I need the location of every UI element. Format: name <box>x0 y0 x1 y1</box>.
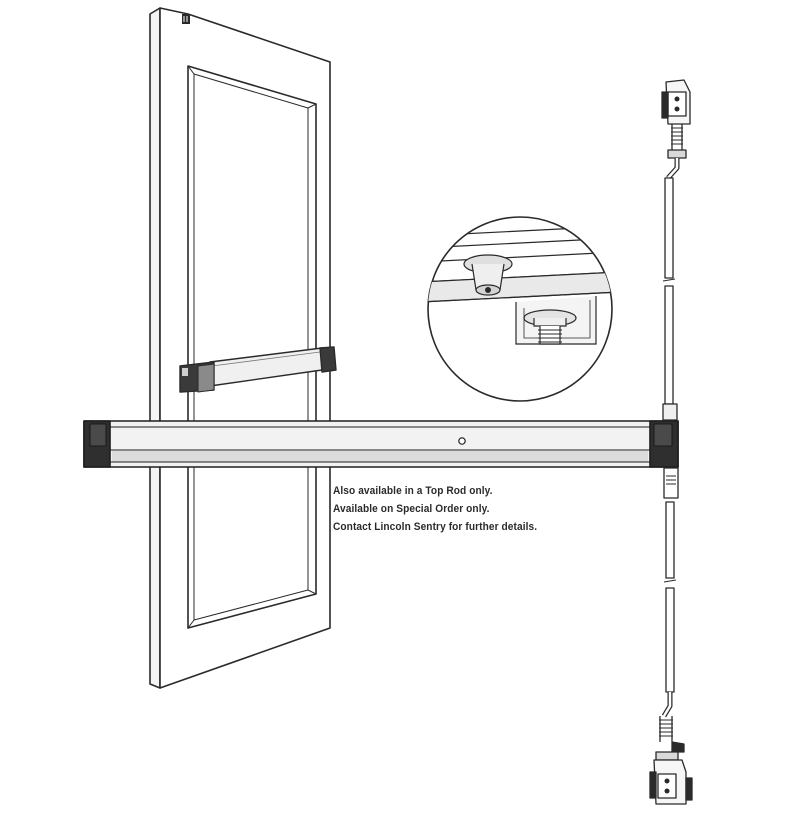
top-latch <box>661 79 691 159</box>
lower-rod-1 <box>665 501 675 579</box>
upper-rod-2 <box>664 285 674 405</box>
door <box>149 7 331 689</box>
vertical-rod-assembly <box>649 79 693 805</box>
note-line-contact: Contact Lincoln Sentry for further detai… <box>333 521 538 533</box>
door-push-bar <box>179 346 337 393</box>
top-latch-mark <box>182 14 190 24</box>
door-face <box>159 7 331 689</box>
upper-rod-1 <box>664 177 674 279</box>
strike-detail-magnifier <box>427 216 613 402</box>
door-edge <box>149 7 161 689</box>
note-line-special-order: Available on Special Order only. <box>333 503 490 515</box>
note-line-top-rod: Also available in a Top Rod only. <box>333 485 493 497</box>
dogging-key-hole <box>458 437 466 445</box>
lower-rod-2 <box>665 587 675 693</box>
availability-note: Also available in a Top Rod only. Availa… <box>333 482 555 536</box>
bottom-latch <box>649 716 693 805</box>
exit-bar <box>83 420 679 468</box>
